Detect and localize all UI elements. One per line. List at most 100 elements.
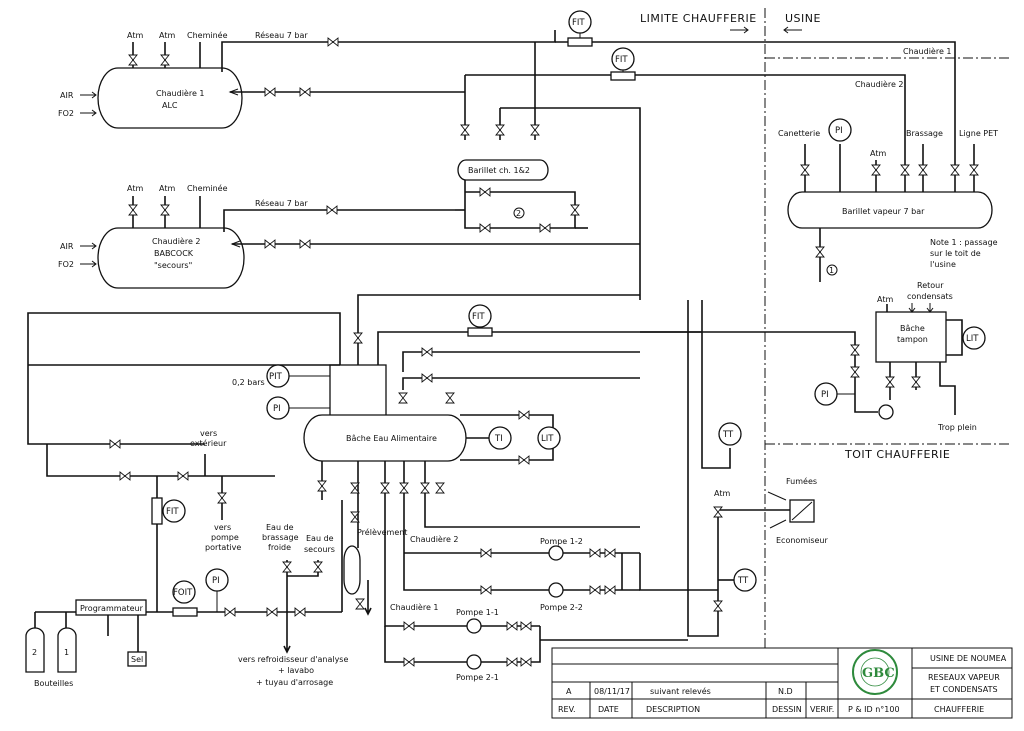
valve-icon	[479, 187, 491, 197]
pi-degazeur: PI	[266, 396, 330, 420]
bache-tampon-lit-loop	[946, 319, 963, 356]
svg-text:FIT: FIT	[166, 507, 179, 517]
valve-icon	[506, 621, 518, 631]
boiler-2-atm-2: Atm	[159, 184, 175, 193]
boiler-1-air-label: AIR	[60, 91, 74, 100]
svg-text:TT: TT	[722, 430, 734, 440]
valve-icon	[506, 657, 518, 667]
sel-label: Sel	[131, 655, 143, 664]
boiler-1-cheminee: Cheminée	[187, 30, 228, 40]
bache-tampon-atm: Atm	[877, 295, 893, 304]
tb-title-2: ET CONDENSATS	[930, 685, 998, 694]
pump-1-2	[548, 545, 564, 561]
svg-text:PIT: PIT	[269, 372, 283, 382]
zone-label-usine: USINE	[785, 12, 821, 25]
valve-icon	[160, 54, 170, 66]
tb-rev-a: A	[566, 687, 572, 696]
svg-text:2: 2	[516, 209, 521, 218]
boiler-1-atm-1: Atm	[127, 31, 143, 40]
vers-pompe-3: portative	[205, 543, 241, 552]
note-1-line-2: sur le toit de	[930, 249, 981, 258]
valve-icon	[435, 482, 445, 494]
valve-icon	[530, 124, 540, 136]
pi-water-treatment: PI	[205, 568, 229, 612]
valve-icon	[969, 164, 979, 176]
fit-condensate: FIT	[467, 304, 493, 337]
valve-icon	[420, 482, 430, 494]
boiler-1-atm-2: Atm	[159, 31, 175, 40]
steam-chaudiere-1-label: Chaudière 1	[903, 46, 952, 56]
valve-icon	[350, 511, 360, 523]
economiseur-out	[687, 300, 719, 637]
pump-manifold-ch1	[384, 461, 540, 627]
valve-icon	[355, 598, 365, 610]
valve-icon	[520, 657, 532, 667]
gbc-logo-text: GBC	[862, 666, 895, 681]
tb-h-dessin: DESSIN	[772, 705, 802, 714]
valve-icon	[177, 471, 189, 481]
valve-icon	[815, 246, 825, 258]
barillet-ch-bypass	[464, 180, 576, 229]
steam-tie-3	[500, 107, 641, 300]
bache-eau-vessel	[303, 414, 467, 462]
feed-line-ch2	[424, 461, 640, 528]
lit-bache-tampon: LIT	[962, 326, 986, 350]
eau-brassage-3: froide	[268, 543, 291, 552]
vers-exterieur-2: extérieur	[190, 438, 227, 448]
prelevement-vessel	[343, 545, 361, 595]
tt-line-1	[701, 300, 731, 469]
pump-1-1-label: Pompe 1-1	[456, 608, 499, 617]
pump-manifold-ch2	[403, 461, 640, 591]
valve-icon	[128, 204, 138, 216]
zone-label-limite: LIMITE CHAUFFERIE	[640, 12, 757, 25]
svg-text:FOIT: FOIT	[173, 588, 193, 598]
valve-icon	[224, 607, 236, 617]
tt-economiseur-2: TT	[733, 568, 757, 592]
valve-icon	[119, 471, 131, 481]
valve-icon	[911, 376, 921, 388]
valve-icon	[850, 366, 860, 378]
tb-desc-a: suivant relevés	[650, 686, 711, 696]
outer-loop	[27, 312, 341, 445]
valve-icon	[520, 621, 532, 631]
boiler-2-fo2-arrow-icon	[80, 260, 97, 268]
pressure-label: 0,2 bars	[232, 378, 265, 387]
valve-icon	[326, 205, 338, 215]
valve-icon	[570, 204, 580, 216]
eau-brassage-1: Eau de	[266, 523, 294, 532]
boiler-1-air-arrow-icon	[80, 91, 97, 99]
svg-text:PI: PI	[212, 576, 220, 586]
bouteille-2-num: 2	[32, 648, 37, 657]
valve-icon	[518, 410, 530, 420]
valve-icon	[160, 204, 170, 216]
tb-dessin-a: N.D	[778, 687, 793, 696]
pi-barillet-vapeur: PI	[828, 118, 852, 142]
valve-icon	[327, 37, 339, 47]
vers-pompe-2: pompe	[211, 533, 239, 542]
tb-h-verif: VERIF.	[810, 705, 834, 714]
boiler-1-fo2-arrow-icon	[80, 109, 97, 117]
programmateur-down	[107, 615, 139, 652]
boiler-2-steam-line	[223, 209, 455, 232]
tb-h-date: DATE	[598, 705, 619, 714]
outer-loop-2	[46, 444, 275, 477]
bouteille-1	[57, 627, 77, 673]
svg-text:LIT: LIT	[966, 334, 979, 344]
barillet-vapeur-label: Barillet vapeur 7 bar	[842, 207, 925, 216]
pumps-ch2-label: Chaudière 2	[410, 534, 459, 544]
mark-2-barillet: 2	[513, 207, 525, 219]
boiler-2-air-label: AIR	[60, 242, 74, 251]
bouteille-2	[25, 627, 45, 673]
boiler-1-steam-line	[221, 30, 556, 72]
pump-manifold-ch1-bot	[384, 626, 541, 663]
boiler-1-vessel	[97, 67, 243, 129]
boiler-2-vessel	[97, 227, 245, 289]
pit-degazeur: PIT	[266, 364, 330, 388]
pump-2-2	[548, 582, 564, 598]
condensate-pump	[878, 404, 894, 420]
valve-icon	[421, 347, 433, 357]
svg-text:FIT: FIT	[572, 18, 585, 28]
valve-icon	[217, 492, 227, 504]
refroid-2: + lavabo	[278, 666, 314, 675]
